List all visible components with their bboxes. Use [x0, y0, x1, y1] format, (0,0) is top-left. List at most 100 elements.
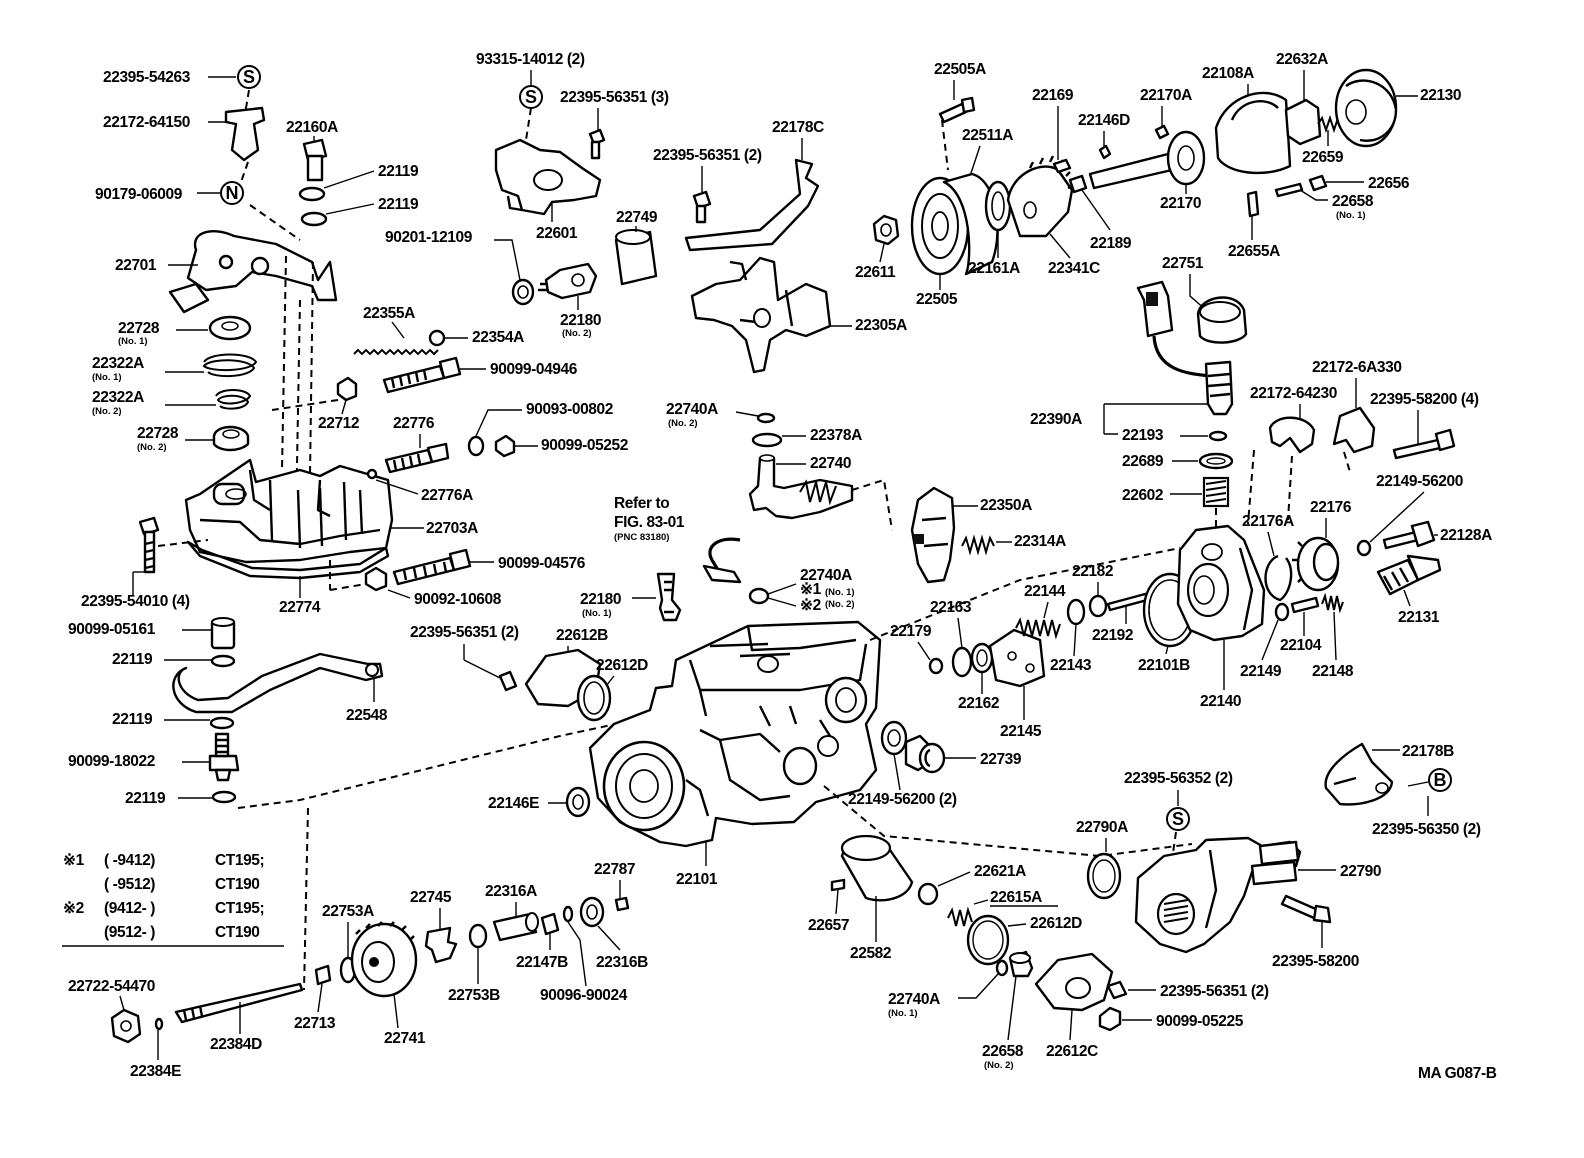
spring-no2 [215, 389, 252, 410]
label-22751: 22751 [1162, 255, 1204, 272]
label-22172-6A330: 22172-6A330 [1312, 359, 1402, 376]
label-22354A: 22354A [472, 329, 524, 346]
cam-drive-group: 22505A 22511A 22505 22611 22161A 22341C [855, 51, 1462, 308]
pin-22658-no1 [1274, 182, 1304, 198]
wire-connector [708, 537, 741, 571]
label-22548: 22548 [346, 707, 388, 724]
bolt-22104 [1290, 596, 1320, 614]
label-22740A-no2: 22740A [666, 401, 718, 418]
label-90092-10608: 90092-10608 [414, 591, 502, 608]
washer-22119-top [298, 186, 326, 202]
washer-22149-56200-2 [880, 720, 908, 756]
label-22611: 22611 [855, 264, 896, 281]
qualifier-22658-no2: (No. 2) [984, 1060, 1014, 1071]
label-22119-d: 22119 [378, 163, 419, 180]
clamp-22172-64230 [1268, 416, 1316, 454]
spring-22147B [540, 912, 560, 936]
seal-22146E [565, 786, 591, 818]
svg-text:S: S [525, 87, 537, 107]
washer-22753B [468, 923, 488, 949]
svg-text:(No. 1): (No. 1) [825, 587, 855, 598]
pump-housing-22101: 22101 22146E 22739 22149-56200 (2) [488, 620, 1022, 888]
lower-left-fitting-group: 90099-05161 22119 22548 22119 90099-1802… [68, 617, 388, 807]
oring-22740A-no1 [995, 959, 1009, 977]
label-90099-18022: 90099-18022 [68, 753, 155, 770]
label-22612B: 22612B [556, 627, 608, 644]
legend-model-4: CT190 [215, 924, 260, 941]
label-22395-56351-2a: 22395-56351 (2) [653, 147, 762, 164]
shaft-22384D [174, 982, 304, 1024]
oring-22612D-b [966, 914, 1010, 966]
label-22192: 22192 [1092, 627, 1133, 644]
label-90096-90024: 90096-90024 [540, 987, 628, 1004]
center-valve-group: 22740A (No. 2) 22378A 22740 Refer to FIG… [410, 401, 893, 722]
svg-text:S: S [1172, 809, 1184, 829]
screw-22395-56351-3 [588, 128, 606, 146]
rotor-22632A [1284, 98, 1322, 146]
label-22728-no2: 22728 [137, 425, 179, 442]
label-22582: 22582 [850, 945, 891, 962]
label-22170: 22170 [1160, 195, 1201, 212]
label-22505A: 22505A [934, 61, 986, 78]
bolt-22128A [1382, 530, 1420, 550]
bushing-22316B [579, 896, 605, 928]
label-22341C: 22341C [1048, 260, 1100, 277]
washer-22119-bottom [300, 211, 328, 227]
label-22169: 22169 [1032, 87, 1074, 104]
key-22146D [1098, 144, 1112, 160]
label-22505: 22505 [916, 291, 958, 308]
washer-22378A [751, 432, 783, 448]
label-22656: 22656 [1368, 175, 1410, 192]
screw-22395-56351-2a [692, 190, 712, 210]
label-22395-56351-3: 22395-56351 (3) [560, 89, 669, 106]
label-22101: 22101 [676, 871, 718, 888]
bolt-22395-58200-4 [1392, 438, 1442, 460]
spring-no1 [202, 353, 258, 378]
label-22143: 22143 [1050, 657, 1092, 674]
plug-22787 [614, 896, 630, 912]
label-22180-no1: 22180 [580, 591, 621, 608]
label-22774: 22774 [279, 599, 321, 616]
screw-22395-56351-2b [498, 670, 518, 692]
pin-22655A [1246, 190, 1260, 218]
housing-22108A [1214, 91, 1292, 175]
svg-text:B: B [1434, 770, 1447, 790]
label-22787: 22787 [594, 861, 635, 878]
label-22655A: 22655A [1228, 243, 1280, 260]
ref-note-pnc: (PNC 83180) [614, 532, 669, 543]
switch-22390A [1204, 360, 1234, 416]
note-mark-2: ※2 [800, 597, 821, 614]
washer-22149 [1274, 602, 1290, 622]
legend-model-3: CT195; [215, 900, 264, 917]
label-22140: 22140 [1200, 693, 1241, 710]
qualifier-22740A-no1: (No. 1) [888, 1008, 918, 1019]
screw-22395-56351-2c [1106, 980, 1128, 1000]
label-22119-a: 22119 [112, 651, 153, 668]
spring-22355A [353, 348, 439, 356]
bolt-90099-18022 [208, 754, 240, 772]
label-22776: 22776 [393, 415, 435, 432]
cover-gasket [186, 540, 390, 580]
label-22322A-no2: 22322A [92, 389, 144, 406]
label-22182: 22182 [1072, 563, 1113, 580]
washer-90201-12109 [511, 278, 535, 306]
oring-22740A-no13 [748, 587, 770, 605]
bolt-22395-58200 [1280, 894, 1320, 920]
label-22612D-a: 22612D [596, 657, 648, 674]
label-22703A: 22703A [426, 520, 478, 537]
label-22104: 22104 [1280, 637, 1322, 654]
label-22740A-no1: 22740A [888, 991, 940, 1008]
special-symbol-s3 [1166, 807, 1190, 831]
lever-22350A [910, 486, 956, 584]
label-90099-05225: 90099-05225 [1156, 1013, 1244, 1030]
label-22316A: 22316A [485, 883, 537, 900]
svg-text:(No. 2): (No. 2) [825, 599, 855, 610]
spring-22602 [1205, 480, 1227, 503]
clip-part [224, 106, 266, 162]
nut-22722-54470 [110, 1008, 142, 1044]
label-22741: 22741 [384, 1030, 426, 1047]
washer-22119-b [209, 716, 235, 730]
dashed-housing-to-lower [823, 785, 1193, 858]
valve-22740 [748, 456, 854, 520]
key-22169 [1052, 158, 1072, 174]
